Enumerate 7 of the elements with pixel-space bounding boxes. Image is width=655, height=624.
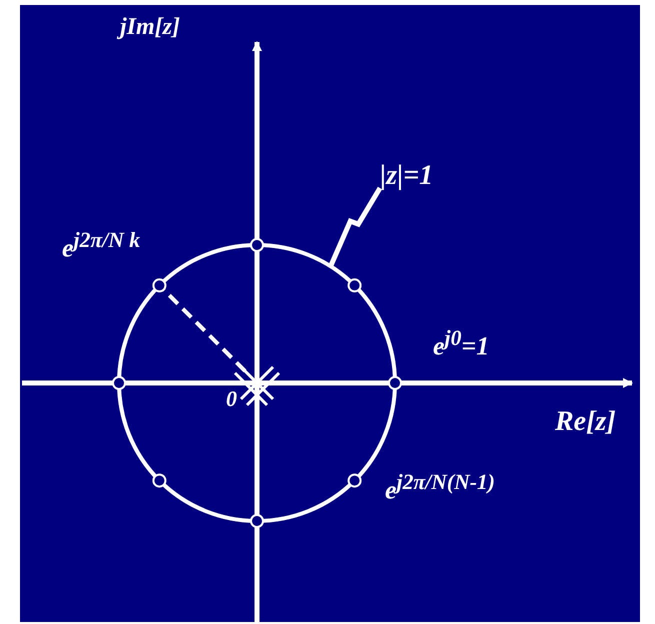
point-label: e$^{j2π/N k}$ xyxy=(62,228,140,264)
point-label: e$^{j2π/N(N-1)}$ xyxy=(385,470,495,506)
axis-label: Re[z] xyxy=(555,406,616,438)
point-label: e$^{j0}$=1 xyxy=(433,326,490,362)
leader-line xyxy=(328,186,382,268)
origin-label: 0 xyxy=(226,386,237,412)
circle-label: |z|=1 xyxy=(380,160,434,192)
